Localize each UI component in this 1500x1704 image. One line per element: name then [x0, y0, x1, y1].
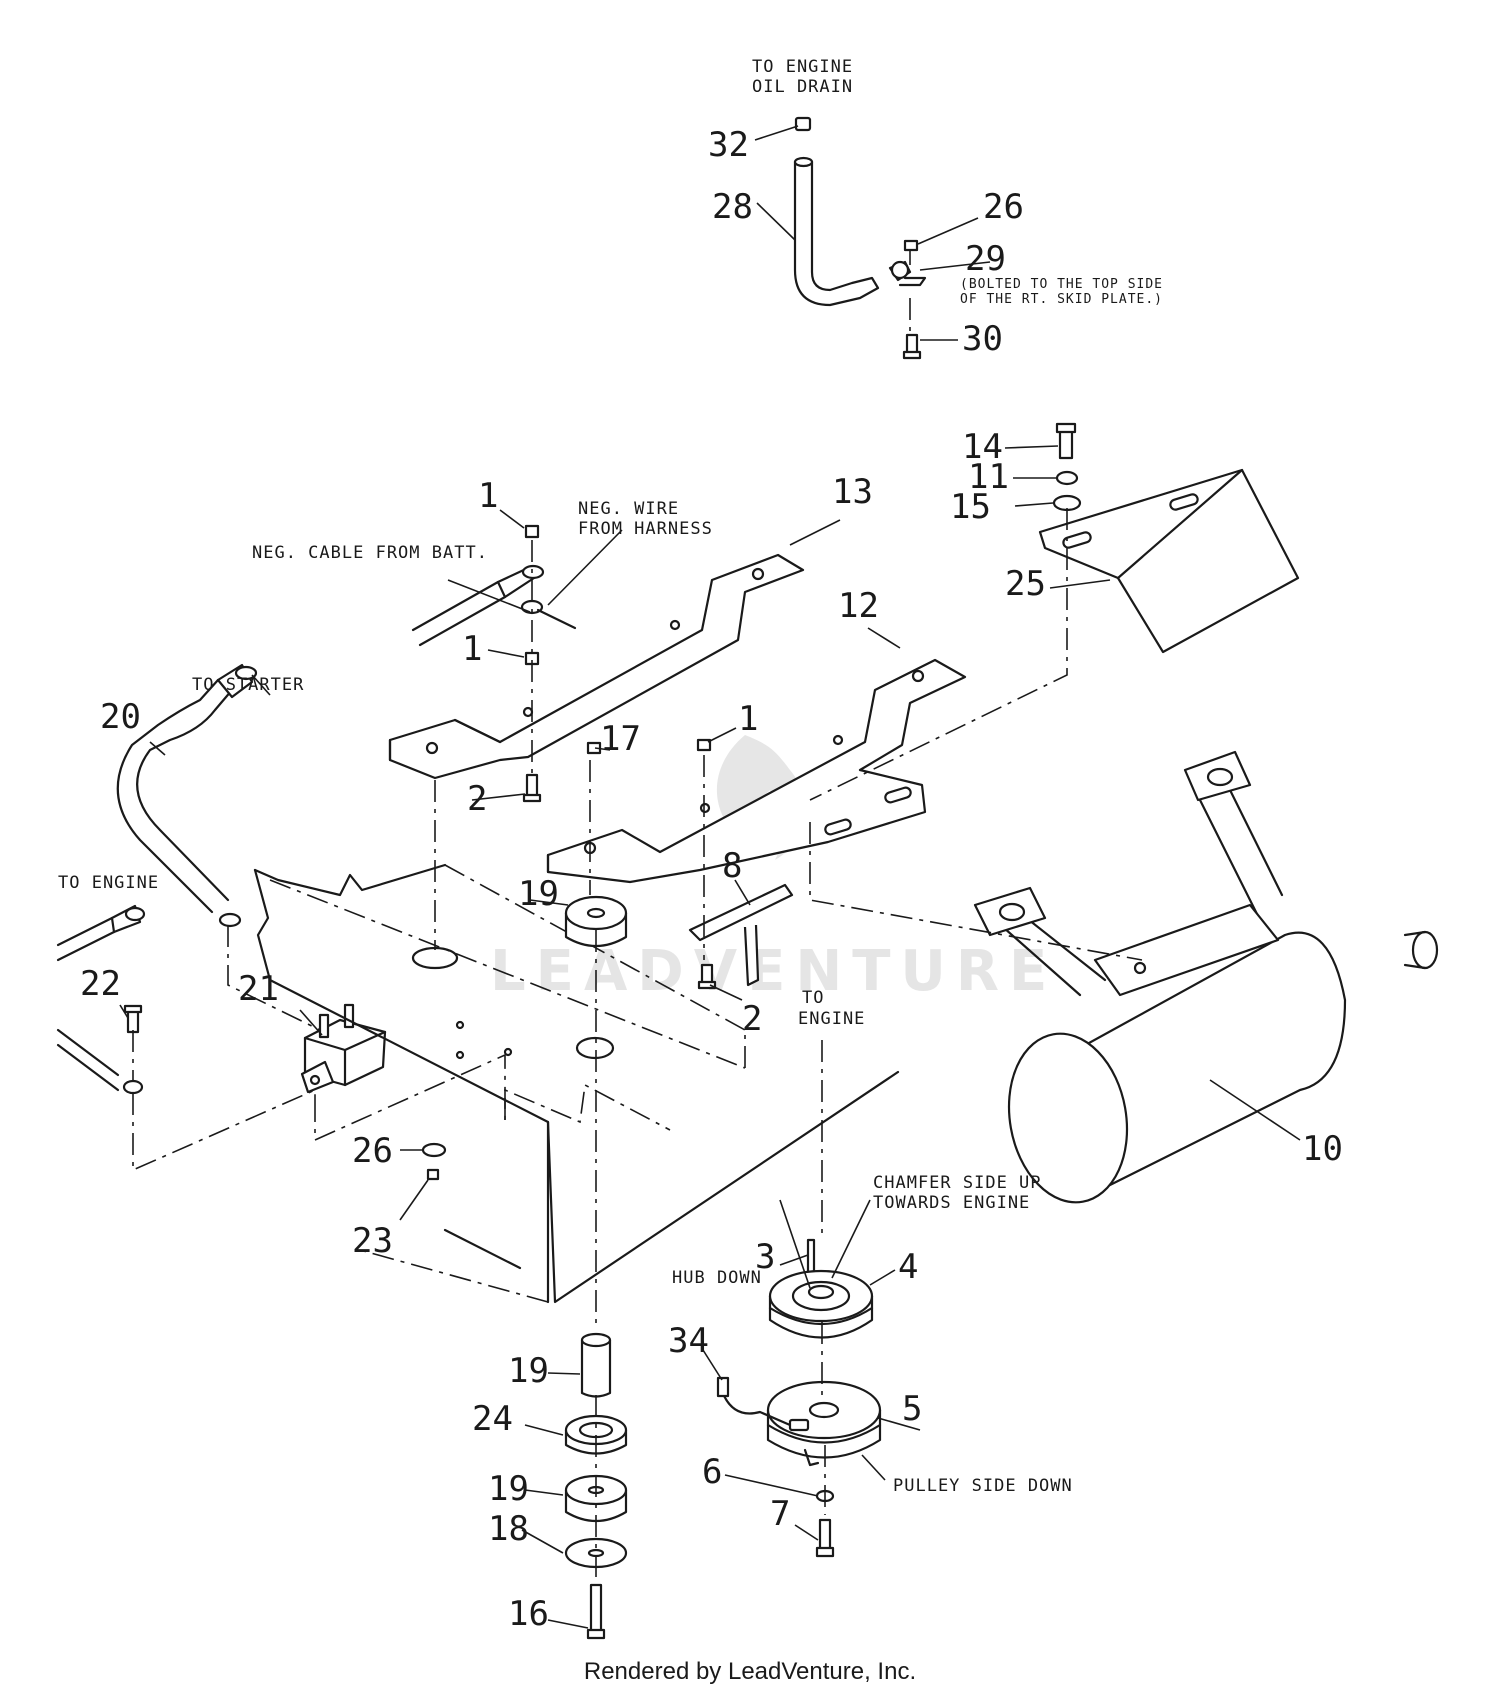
isolator-top — [564, 741, 628, 947]
note-to-engine-left: TO ENGINE — [58, 873, 159, 893]
frame-body — [253, 863, 900, 1304]
oil-drain-assembly — [793, 116, 927, 360]
callout-13: 13 — [832, 472, 873, 512]
callout-11: 11 — [968, 457, 1009, 497]
note-to-starter: TO STARTER — [192, 675, 304, 695]
callout-23: 23 — [352, 1221, 393, 1261]
callout-19-bottom: 19 — [488, 1469, 529, 1509]
callout-20: 20 — [100, 697, 141, 737]
watermark-text: LEADVENTURE — [490, 939, 1057, 1004]
note-chamfer-1: CHAMFER SIDE UP — [873, 1173, 1042, 1193]
bracket-13 — [388, 553, 805, 780]
bolt-2-left — [525, 773, 539, 799]
note-hub-down: HUB DOWN — [672, 1268, 762, 1288]
callout-15: 15 — [950, 487, 991, 527]
callout-numbers: 32 28 26 29 30 14 11 15 25 1 1 1 13 12 2… — [80, 125, 1343, 1634]
note-pulley-side-down: PULLEY SIDE DOWN — [893, 1476, 1073, 1496]
note-to-engine-mid-1: TO — [802, 988, 824, 1008]
note-to-engine-oil-2: OIL DRAIN — [752, 77, 853, 97]
callout-4: 4 — [898, 1247, 918, 1287]
bolt-16 — [589, 1583, 603, 1635]
key-3 — [806, 1238, 816, 1277]
bolt-22 — [126, 1008, 140, 1034]
washer-15 — [1052, 494, 1082, 512]
note-bolted-1: (BOLTED TO THE TOP SIDE — [960, 277, 1163, 292]
callout-12: 12 — [838, 586, 879, 626]
callout-26-bottom: 26 — [352, 1131, 393, 1171]
connector-34 — [716, 1376, 730, 1398]
nut-26 — [903, 239, 919, 252]
render-credit: Rendered by LeadVenture, Inc. — [583, 1658, 917, 1685]
callout-7: 7 — [770, 1494, 790, 1534]
solenoid-21 — [300, 1003, 387, 1094]
callout-24: 24 — [472, 1399, 513, 1439]
muffler-10 — [973, 750, 1439, 1204]
callout-32: 32 — [708, 125, 749, 165]
note-bolted-2: OF THE RT. SKID PLATE.) — [960, 292, 1163, 307]
callout-19-sleeve: 19 — [508, 1351, 549, 1391]
callout-18: 18 — [488, 1509, 529, 1549]
bracket-8 — [688, 738, 794, 990]
callout-2-right: 2 — [742, 999, 762, 1039]
clamp-29 — [890, 260, 910, 280]
nut-1-right — [696, 738, 712, 752]
callout-21: 21 — [238, 969, 279, 1009]
callout-8: 8 — [722, 846, 742, 886]
callout-30: 30 — [962, 319, 1003, 359]
callout-6: 6 — [702, 1452, 722, 1492]
clamp-32 — [794, 116, 812, 132]
callout-25: 25 — [1005, 564, 1046, 604]
callout-19-top: 19 — [518, 874, 559, 914]
note-to-engine-mid-2: ENGINE — [798, 1009, 865, 1029]
callout-28: 28 — [712, 187, 753, 227]
note-neg-wire-2: FROM HARNESS — [578, 519, 713, 539]
note-to-engine-oil-1: TO ENGINE — [752, 57, 853, 77]
callout-34: 34 — [668, 1321, 709, 1361]
pulley-4 — [768, 1238, 874, 1339]
leader-lines — [119, 125, 1301, 1629]
callout-10: 10 — [1302, 1129, 1343, 1169]
callout-3: 3 — [755, 1237, 775, 1277]
hardware-26-23 — [421, 1142, 447, 1181]
callout-29: 29 — [965, 239, 1006, 279]
centerlines — [132, 250, 1143, 1580]
nut-1-top — [524, 524, 540, 539]
callout-1-right: 1 — [738, 699, 758, 739]
cable-20 — [116, 663, 258, 928]
callout-22: 22 — [80, 964, 121, 1004]
note-neg-cable: NEG. CABLE FROM BATT. — [252, 543, 488, 563]
callout-5: 5 — [902, 1389, 922, 1429]
callout-1-top: 1 — [478, 476, 498, 516]
callout-16: 16 — [508, 1594, 549, 1634]
heat-shield-25 — [1038, 422, 1300, 654]
washer-11 — [1055, 470, 1079, 486]
callout-1-mid: 1 — [462, 629, 482, 669]
callout-2-left: 2 — [467, 779, 487, 819]
note-chamfer-2: TOWARDS ENGINE — [873, 1193, 1030, 1213]
bracket-12 — [546, 658, 967, 884]
bolt-7 — [818, 1518, 832, 1552]
notes: TO ENGINE OIL DRAIN (BOLTED TO THE TOP S… — [58, 57, 1163, 1496]
callout-17: 17 — [600, 719, 641, 759]
neg-cable-connections — [411, 524, 577, 803]
clutch-5 — [716, 1376, 882, 1558]
callout-26-top: 26 — [983, 187, 1024, 227]
callout-14: 14 — [962, 427, 1003, 467]
note-neg-wire-1: NEG. WIRE — [578, 499, 679, 519]
sleeve-19 — [580, 1332, 612, 1348]
